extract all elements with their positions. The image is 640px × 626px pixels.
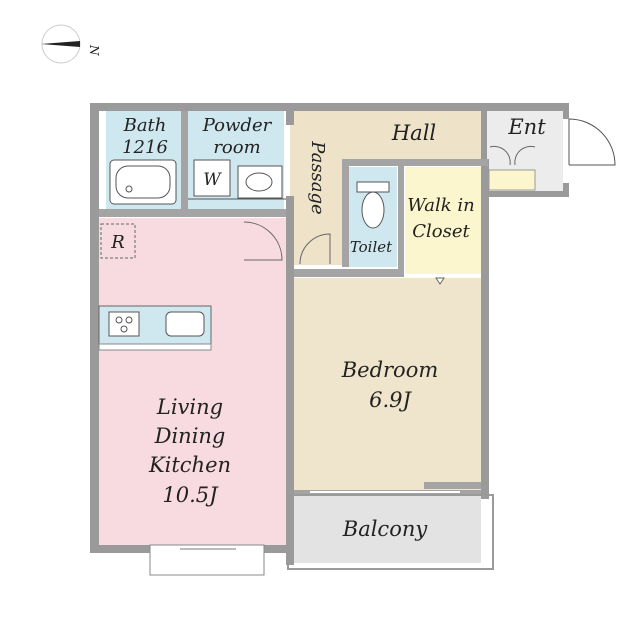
balcony bbox=[294, 495, 481, 563]
compass-label: N bbox=[87, 44, 101, 56]
refrigerator-space bbox=[100, 223, 136, 259]
bath-size-label: 1216 bbox=[122, 137, 168, 158]
compass-needle-icon bbox=[41, 41, 80, 47]
fridge-label: R bbox=[110, 232, 125, 253]
entrance-label: Ent bbox=[507, 115, 546, 139]
sink-icon bbox=[165, 311, 205, 337]
hall-area bbox=[290, 111, 482, 159]
balcony-outline bbox=[287, 494, 494, 570]
balcony-label: Balcony bbox=[342, 517, 429, 541]
entrance-door[interactable] bbox=[568, 118, 616, 166]
ldk-label-3: Kitchen bbox=[148, 453, 231, 477]
washer-label: W bbox=[203, 170, 222, 190]
kitchen-counter bbox=[98, 305, 212, 351]
hall-label: Hall bbox=[391, 121, 436, 145]
passage-label: Passage bbox=[307, 140, 328, 214]
bedroom-label: Bedroom bbox=[341, 358, 439, 382]
walkin-label-2: Closet bbox=[412, 221, 470, 242]
bay-window bbox=[149, 544, 265, 576]
ldk-label-2: Dining bbox=[154, 424, 226, 448]
toilet-fixture bbox=[356, 181, 390, 229]
compass: N bbox=[41, 24, 101, 64]
ldk-room bbox=[99, 218, 286, 545]
toilet-door[interactable] bbox=[299, 233, 331, 265]
powder-label: Powder bbox=[202, 115, 273, 136]
ldk-size-label: 10.5J bbox=[162, 483, 219, 507]
passage-area bbox=[290, 159, 344, 265]
toilet-label: Toilet bbox=[350, 238, 393, 256]
bedroom bbox=[294, 278, 481, 490]
bedroom-size-label: 6.9J bbox=[369, 388, 412, 412]
walk-in-closet bbox=[405, 167, 481, 274]
ldk-label-1: Living bbox=[156, 395, 223, 419]
bathtub bbox=[109, 159, 177, 205]
bath-label: Bath bbox=[123, 115, 167, 136]
closet-door-marker-icon bbox=[435, 277, 445, 285]
washer-space bbox=[193, 159, 231, 197]
walkin-label: Walk in bbox=[407, 195, 474, 216]
ldk-door[interactable] bbox=[243, 221, 283, 261]
shoe-cabinet bbox=[488, 145, 536, 191]
powder-label-2: room bbox=[213, 137, 260, 158]
wash-basin bbox=[237, 165, 283, 199]
